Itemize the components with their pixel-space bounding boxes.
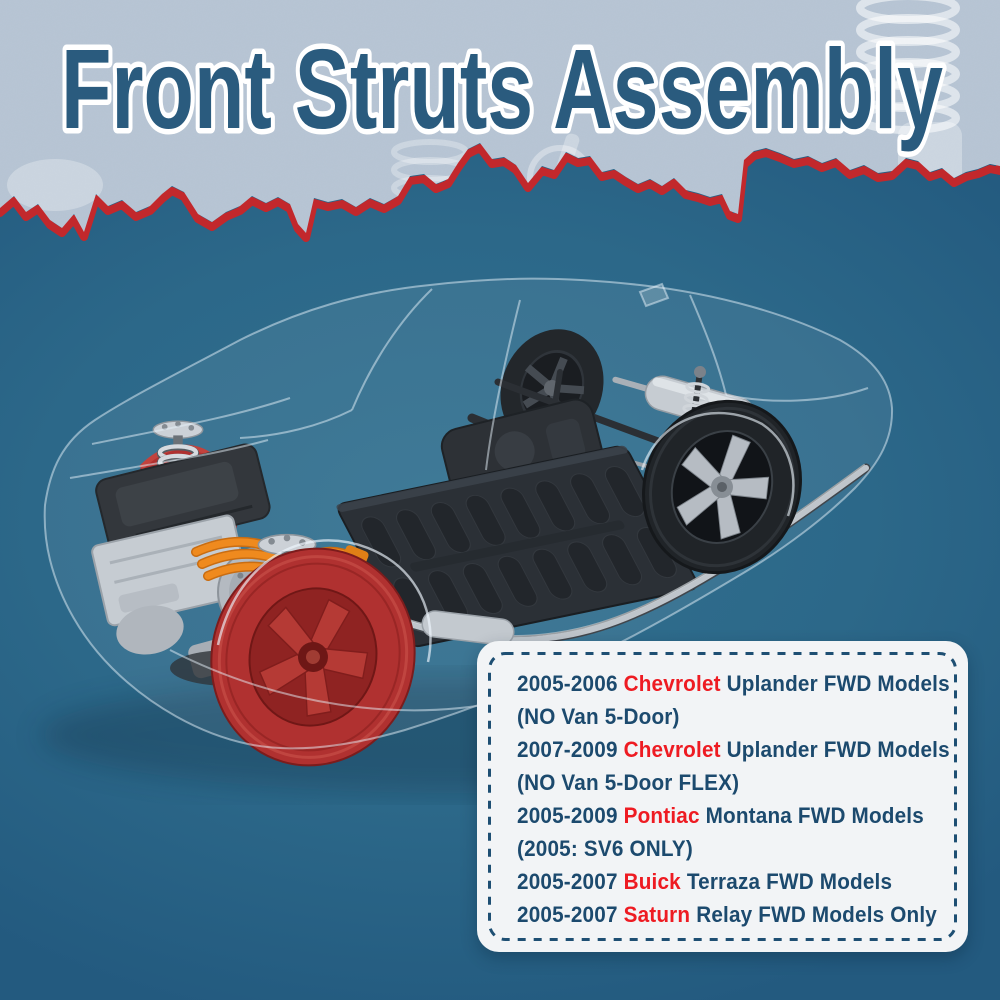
brand-name: Chevrolet: [623, 671, 721, 696]
car-illustration: [43, 277, 894, 767]
compatibility-lines: 2005-2006 Chevrolet Uplander FWD Models (…: [517, 667, 954, 931]
model-text: Terraza FWD Models: [680, 869, 893, 894]
front-wheel-arch: [216, 539, 432, 663]
model-text: (NO Van 5-Door FLEX): [517, 770, 740, 795]
compatibility-line: (NO Van 5-Door): [517, 700, 919, 733]
compatibility-line: 2005-2007 Buick Terraza FWD Models: [517, 865, 919, 898]
rear-wheel-arch: [640, 411, 795, 517]
model-text: 2005-2009: [517, 803, 624, 828]
rear-wheel-near: [642, 399, 802, 575]
model-text: 2007-2009: [517, 737, 624, 762]
model-text: 2005-2006: [517, 671, 624, 696]
compatibility-line: 2005-2009 Pontiac Montana FWD Models: [517, 799, 924, 832]
brand-name: Buick: [623, 869, 681, 894]
page-title: Front Struts Assembly: [61, 26, 943, 152]
model-text: Relay FWD Models Only: [690, 902, 938, 927]
model-text: (2005: SV6 ONLY): [517, 836, 693, 861]
brand-name: Saturn: [623, 902, 691, 927]
model-text: (NO Van 5-Door): [517, 704, 680, 729]
compatibility-box: 2005-2006 Chevrolet Uplander FWD Models (…: [477, 641, 968, 952]
compatibility-line: (NO Van 5-Door FLEX): [517, 766, 919, 799]
brand-name: Chevrolet: [623, 737, 721, 762]
ghost-car-outline: [43, 277, 894, 750]
model-text: 2005-2007: [517, 869, 624, 894]
brand-name: Pontiac: [623, 803, 700, 828]
side-mirror: [638, 282, 670, 308]
model-text: Uplander FWD Models: [720, 671, 950, 696]
front-wheel-near: [210, 547, 416, 767]
model-text: 2005-2007: [517, 902, 624, 927]
battery-pack: [336, 445, 698, 648]
model-text: Montana FWD Models: [699, 803, 924, 828]
compatibility-line: 2005-2006 Chevrolet Uplander FWD Models: [517, 667, 950, 700]
compatibility-line: 2005-2007 Saturn Relay FWD Models Only: [517, 898, 937, 931]
model-text: Uplander FWD Models: [720, 737, 950, 762]
compatibility-line: 2007-2009 Chevrolet Uplander FWD Models: [517, 733, 950, 766]
compatibility-line: (2005: SV6 ONLY): [517, 832, 919, 865]
